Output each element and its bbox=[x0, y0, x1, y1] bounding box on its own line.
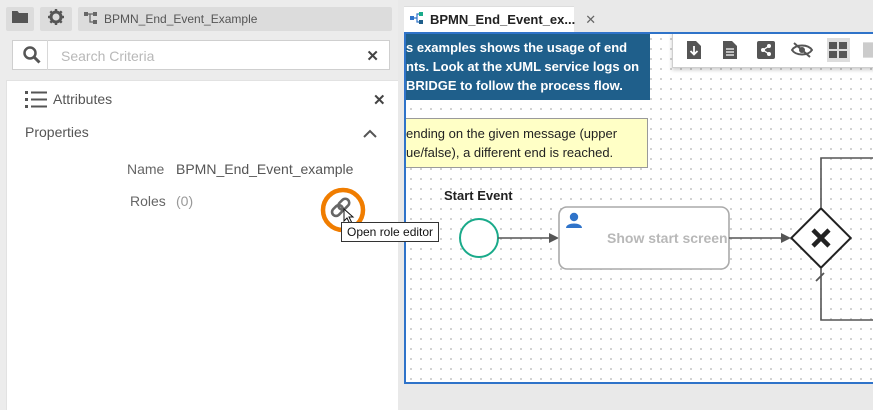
description-line: BRIDGE to follow the process flow. bbox=[406, 78, 623, 93]
eye-slash-icon bbox=[791, 42, 814, 58]
user-icon bbox=[565, 212, 583, 233]
bpmn-diagram-icon bbox=[410, 12, 424, 27]
download-icon bbox=[687, 41, 702, 59]
name-label: Name bbox=[127, 161, 165, 177]
name-value[interactable]: BPMN_End_Event_example bbox=[176, 161, 354, 177]
attributes-panel: Attributes ✕ Properties Name BPMN_End_Ev… bbox=[6, 80, 398, 410]
arrowhead bbox=[781, 233, 791, 243]
sequence-flow-down bbox=[820, 268, 873, 321]
start-event-label: Start Event bbox=[444, 188, 513, 203]
tab-label: BPMN_End_Event_ex... bbox=[430, 12, 576, 27]
clear-search-icon[interactable]: ✕ bbox=[366, 48, 379, 65]
annotation-note[interactable]: ending on the given message (upper ue/fa… bbox=[406, 118, 648, 168]
roles-value: (0) bbox=[176, 193, 194, 209]
start-event bbox=[459, 218, 499, 258]
description-line: s examples shows the usage of end bbox=[406, 40, 628, 55]
breadcrumb[interactable]: BPMN_End_Event_Example bbox=[78, 7, 392, 31]
search-input[interactable] bbox=[59, 47, 359, 65]
diagram-canvas[interactable]: s examples shows the usage of end nts. L… bbox=[404, 32, 873, 384]
download-button[interactable] bbox=[683, 38, 706, 62]
description-note[interactable]: s examples shows the usage of end nts. L… bbox=[406, 34, 650, 100]
process-flow bbox=[459, 157, 873, 321]
gear-icon bbox=[48, 8, 64, 30]
task-label: Show start screen bbox=[607, 230, 728, 246]
chevron-up-icon[interactable] bbox=[363, 125, 377, 143]
description-line: nts. Look at the xUML service logs on bbox=[406, 59, 640, 74]
breadcrumb-label: BPMN_End_Event_Example bbox=[104, 12, 258, 26]
close-attributes-icon[interactable]: ✕ bbox=[373, 92, 386, 109]
annotation-line: ending on the given message (upper bbox=[406, 126, 618, 141]
gateway-cross-icon bbox=[811, 228, 831, 248]
document-icon bbox=[723, 41, 738, 59]
grid-layout-icon bbox=[829, 42, 848, 58]
layout-toggle-button[interactable] bbox=[826, 38, 850, 62]
default-flow-marker bbox=[815, 272, 825, 282]
search-box: ✕ bbox=[12, 40, 390, 70]
more-toolbar-button[interactable] bbox=[862, 38, 873, 62]
diagram-toolbar bbox=[672, 34, 873, 68]
attributes-title: Attributes bbox=[53, 91, 113, 107]
role-editor-tooltip: Open role editor bbox=[341, 222, 440, 242]
share-button[interactable] bbox=[755, 38, 778, 62]
left-pane: BPMN_End_Event_Example ✕ Attributes ✕ Pr… bbox=[0, 0, 398, 410]
tab-bpmn-editor[interactable]: BPMN_End_Event_ex... ✕ bbox=[404, 6, 596, 32]
arrowhead bbox=[549, 233, 559, 243]
list-icon bbox=[25, 90, 47, 113]
settings-button[interactable] bbox=[40, 7, 72, 31]
document-button[interactable] bbox=[719, 38, 742, 62]
sequence-flow-up bbox=[820, 157, 873, 208]
folder-icon bbox=[12, 10, 28, 28]
properties-section-header[interactable]: Properties bbox=[25, 124, 89, 140]
folder-button[interactable] bbox=[6, 7, 34, 31]
annotation-line: ue/false), a different end is reached. bbox=[406, 145, 614, 160]
roles-label: Roles bbox=[130, 193, 166, 209]
panel-icon bbox=[862, 42, 873, 58]
share-icon bbox=[757, 41, 776, 59]
visibility-toggle-button[interactable] bbox=[791, 38, 814, 62]
close-tab-icon[interactable]: ✕ bbox=[585, 11, 597, 27]
process-icon bbox=[84, 11, 98, 27]
bottom-strip bbox=[404, 384, 873, 410]
search-icon[interactable] bbox=[23, 46, 41, 69]
pane-splitter[interactable] bbox=[398, 0, 404, 410]
